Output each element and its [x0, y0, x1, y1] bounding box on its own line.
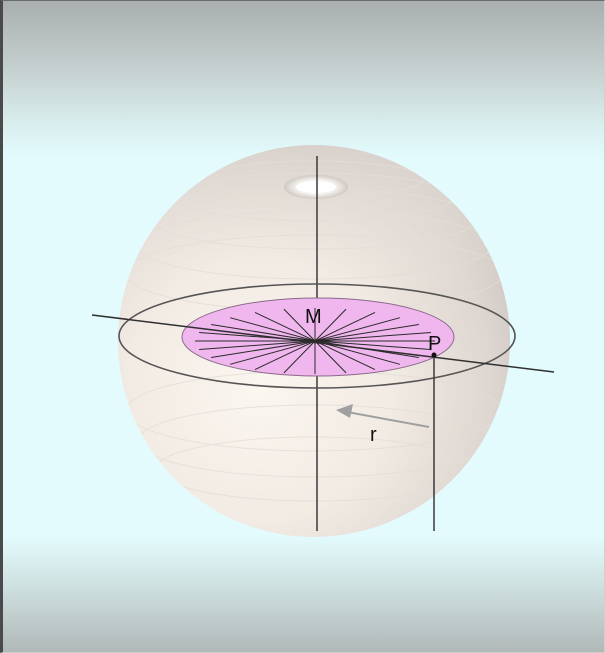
radial-line	[199, 332, 431, 350]
sphere-diagram: M P r	[3, 1, 604, 652]
point-p-marker	[431, 352, 437, 358]
radius-arrow	[336, 404, 430, 428]
horizontal-axis	[91, 314, 555, 373]
label-point-p: P	[428, 333, 441, 355]
radial-lines	[195, 308, 435, 374]
equator-ring	[118, 283, 516, 389]
label-center-m: M	[305, 306, 322, 328]
cross-section-disk	[181, 297, 455, 377]
label-radius-r: r	[370, 424, 377, 446]
